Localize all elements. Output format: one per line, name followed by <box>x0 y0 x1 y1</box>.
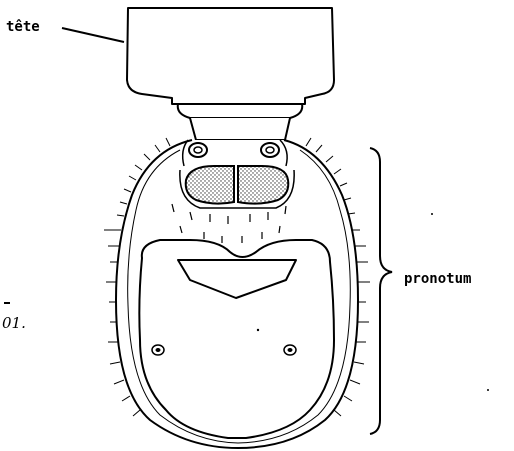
disc-center-dot <box>257 329 259 331</box>
puncture-left <box>152 345 164 355</box>
figure-ref-mark <box>4 302 10 304</box>
neck-collar <box>190 118 290 140</box>
speck <box>487 389 489 391</box>
pronotum-brace <box>370 148 392 434</box>
head-capsule <box>127 8 334 104</box>
head-label: tête <box>6 20 40 34</box>
prosternal-plate-left <box>186 166 234 204</box>
figure-ref-label: 01. <box>2 316 26 331</box>
pronotum-label: pronotum <box>404 272 471 286</box>
prosternal-plate-right <box>238 166 288 204</box>
speck <box>431 213 433 215</box>
head-leader-line <box>62 28 124 42</box>
neck <box>178 104 303 118</box>
puncture-right <box>284 345 296 355</box>
